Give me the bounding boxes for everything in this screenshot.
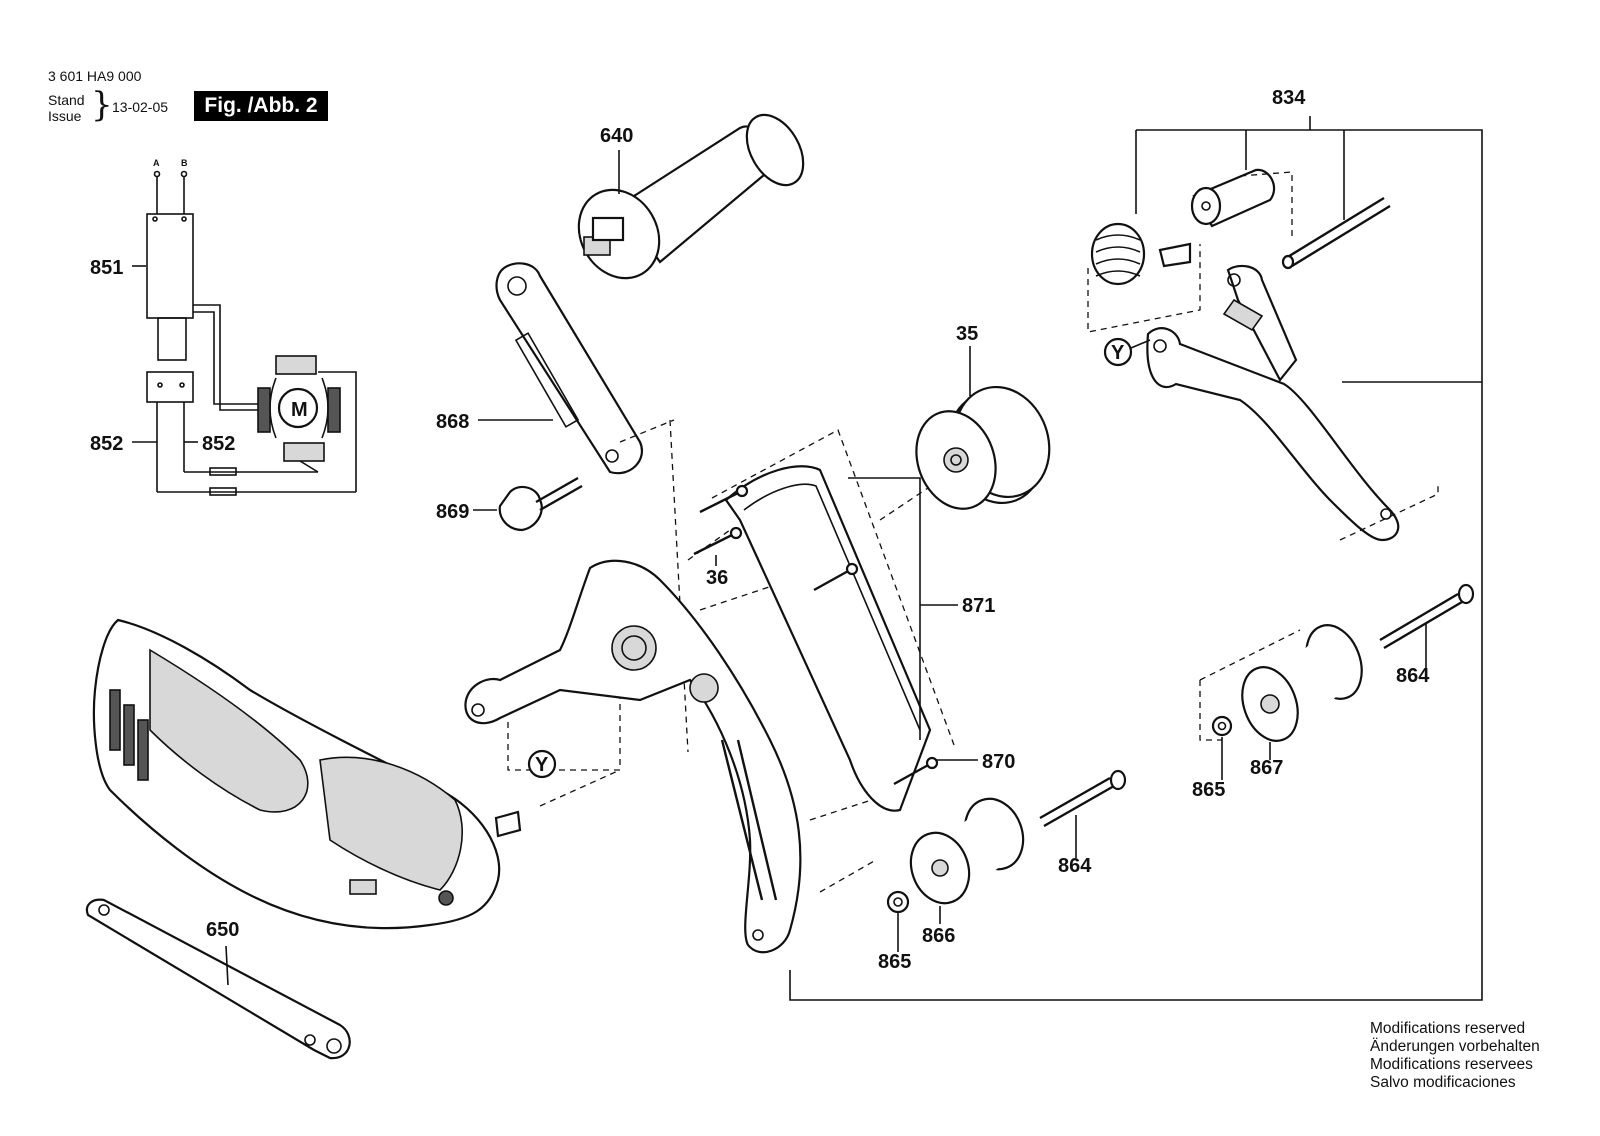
y-marker-left: Y xyxy=(527,749,557,779)
brace-icon: } xyxy=(91,85,113,125)
callout-870: 870 xyxy=(982,751,1015,773)
callout-834: 834 xyxy=(1272,87,1306,109)
bush xyxy=(1190,168,1276,228)
knob-869 xyxy=(498,476,583,532)
roller-867 xyxy=(1241,624,1363,742)
issue-date: 13-02-05 xyxy=(112,99,169,115)
grinder-body xyxy=(92,618,522,930)
screws-36 xyxy=(693,484,939,786)
note-line-3: Modifications reservees xyxy=(1370,1056,1533,1073)
bolt-864-mid xyxy=(1039,769,1127,828)
spring xyxy=(1090,222,1192,286)
callout-851: 851 xyxy=(90,257,123,279)
callout-865-mid: 865 xyxy=(878,951,911,973)
side-handle-640 xyxy=(577,113,805,280)
callout-869: 869 xyxy=(436,501,469,523)
roller-866 xyxy=(909,797,1025,905)
doc-number: 3 601 HA9 000 xyxy=(48,68,142,84)
drive-wheel-35 xyxy=(915,385,1051,510)
terminal-b-label: B xyxy=(181,158,188,168)
figure-label: Fig. /Abb. 2 xyxy=(194,91,328,121)
washer-865-right xyxy=(1211,715,1233,737)
callout-852-left: 852 xyxy=(90,433,123,455)
motor-label: M xyxy=(291,399,308,421)
y-left-label: Y xyxy=(535,754,549,776)
wrench-650 xyxy=(85,898,351,1060)
belt-871 xyxy=(724,465,932,812)
motor-symbol xyxy=(277,387,319,429)
note-line-2: Änderungen vorbehalten xyxy=(1370,1038,1540,1055)
callout-35: 35 xyxy=(956,323,978,345)
terminal-a-label: A xyxy=(153,158,160,168)
callout-865-right: 865 xyxy=(1192,779,1225,801)
y-marker-right: Y xyxy=(1103,337,1151,367)
callout-36: 36 xyxy=(706,567,728,589)
callout-864-right: 864 xyxy=(1396,665,1430,687)
callout-640: 640 xyxy=(600,125,633,147)
note-line-4: Salvo modificaciones xyxy=(1370,1074,1516,1091)
note-line-1: Modifications reserved xyxy=(1370,1020,1526,1037)
pin xyxy=(1281,196,1391,270)
bracket-834 xyxy=(1146,264,1400,542)
callout-867: 867 xyxy=(1250,757,1283,779)
washer-865-mid xyxy=(886,890,910,914)
switch-851 xyxy=(146,213,194,319)
belt-frame xyxy=(464,559,802,954)
issue-label: Issue xyxy=(48,108,82,124)
wiring-diagram: A B M xyxy=(146,158,357,496)
callout-650: 650 xyxy=(206,919,239,941)
callout-852-right: 852 xyxy=(202,433,235,455)
modifications-note: Modifications reserved Änderungen vorbeh… xyxy=(1370,1020,1540,1092)
electronics-852 xyxy=(146,371,194,403)
arm-868 xyxy=(495,262,643,475)
stand-label: Stand xyxy=(48,92,85,108)
y-right-label: Y xyxy=(1111,342,1125,364)
callout-871: 871 xyxy=(962,595,995,617)
bolt-864-right xyxy=(1379,583,1475,650)
callout-864-mid: 864 xyxy=(1058,855,1092,877)
callout-868: 868 xyxy=(436,411,469,433)
callout-866: 866 xyxy=(922,925,955,947)
